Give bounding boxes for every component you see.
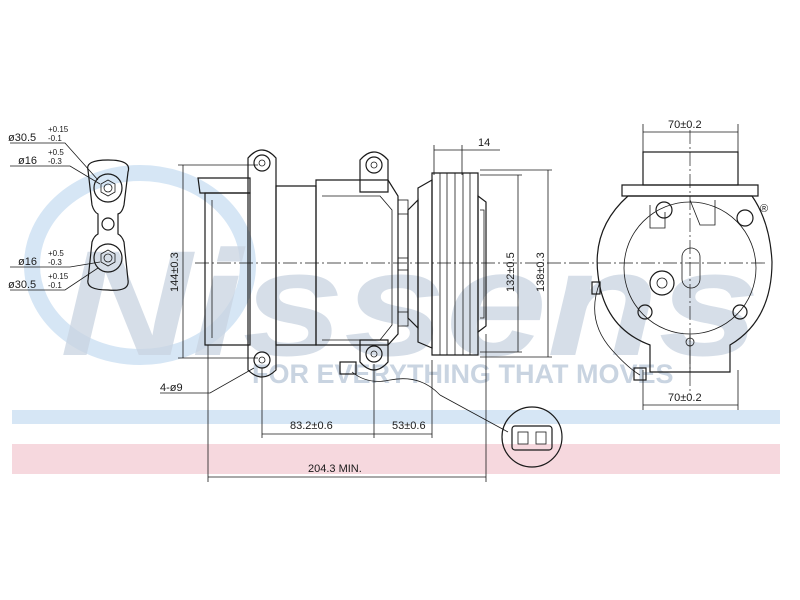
port-top-small-dim: ø16 xyxy=(18,155,37,167)
registered-mark-icon: ® xyxy=(760,203,768,215)
port-bottom-small-tol-plus: +0.5 xyxy=(48,249,64,258)
end-width-bottom-dim: 70±0.2 xyxy=(668,392,702,404)
mount-holes-dim: 4-ø9 xyxy=(160,382,183,394)
pulley-inner-dia-dim: 132±0.5 xyxy=(505,252,517,292)
port-top-small-tol-minus: -0.3 xyxy=(48,157,62,166)
watermark-blue-band xyxy=(12,410,780,424)
connector-detail xyxy=(439,394,563,468)
compressor-side-view: 4-ø9 xyxy=(160,149,575,396)
port-bottom-small-tol-minus: -0.3 xyxy=(48,258,62,267)
end-width-top-dim: 70±0.2 xyxy=(668,119,702,131)
pulley-outer-dia-dim: 138±0.3 xyxy=(535,252,547,292)
watermark-brand: Nissens xyxy=(60,219,760,387)
body-height-dim: 144±0.3 xyxy=(169,252,181,292)
compressor-end-view: 70±0.2 70±0.2 xyxy=(575,119,773,410)
port-top-large-tol-minus: -0.1 xyxy=(48,134,62,143)
port-bottom-large-dim: ø30.5 xyxy=(8,279,36,291)
pulley-width-dim: 14 xyxy=(478,137,490,149)
side-view-dimensions: 144±0.3 14 132±0.5 138±0.3 83.2±0.6 53±0… xyxy=(169,137,552,482)
port-bottom-large-tol-minus: -0.1 xyxy=(48,281,62,290)
overall-length-dim: 204.3 MIN. xyxy=(308,463,362,475)
port-top-small-tol-plus: +0.5 xyxy=(48,148,64,157)
hole-spacing-b-dim: 53±0.6 xyxy=(392,420,426,432)
watermark-red-band xyxy=(12,444,780,474)
port-flange-view: ø30.5 +0.15 -0.1 ø16 +0.5 -0.3 ø16 +0.5 … xyxy=(8,125,130,291)
hole-spacing-a-dim: 83.2±0.6 xyxy=(290,420,333,432)
port-bottom-small-dim: ø16 xyxy=(18,256,37,268)
port-bottom-large-tol-plus: +0.15 xyxy=(48,272,69,281)
watermark-tagline: FOR EVERYTHING THAT MOVES xyxy=(252,359,674,389)
port-top-large-dim: ø30.5 xyxy=(8,132,36,144)
port-top-large-tol-plus: +0.15 xyxy=(48,125,69,134)
